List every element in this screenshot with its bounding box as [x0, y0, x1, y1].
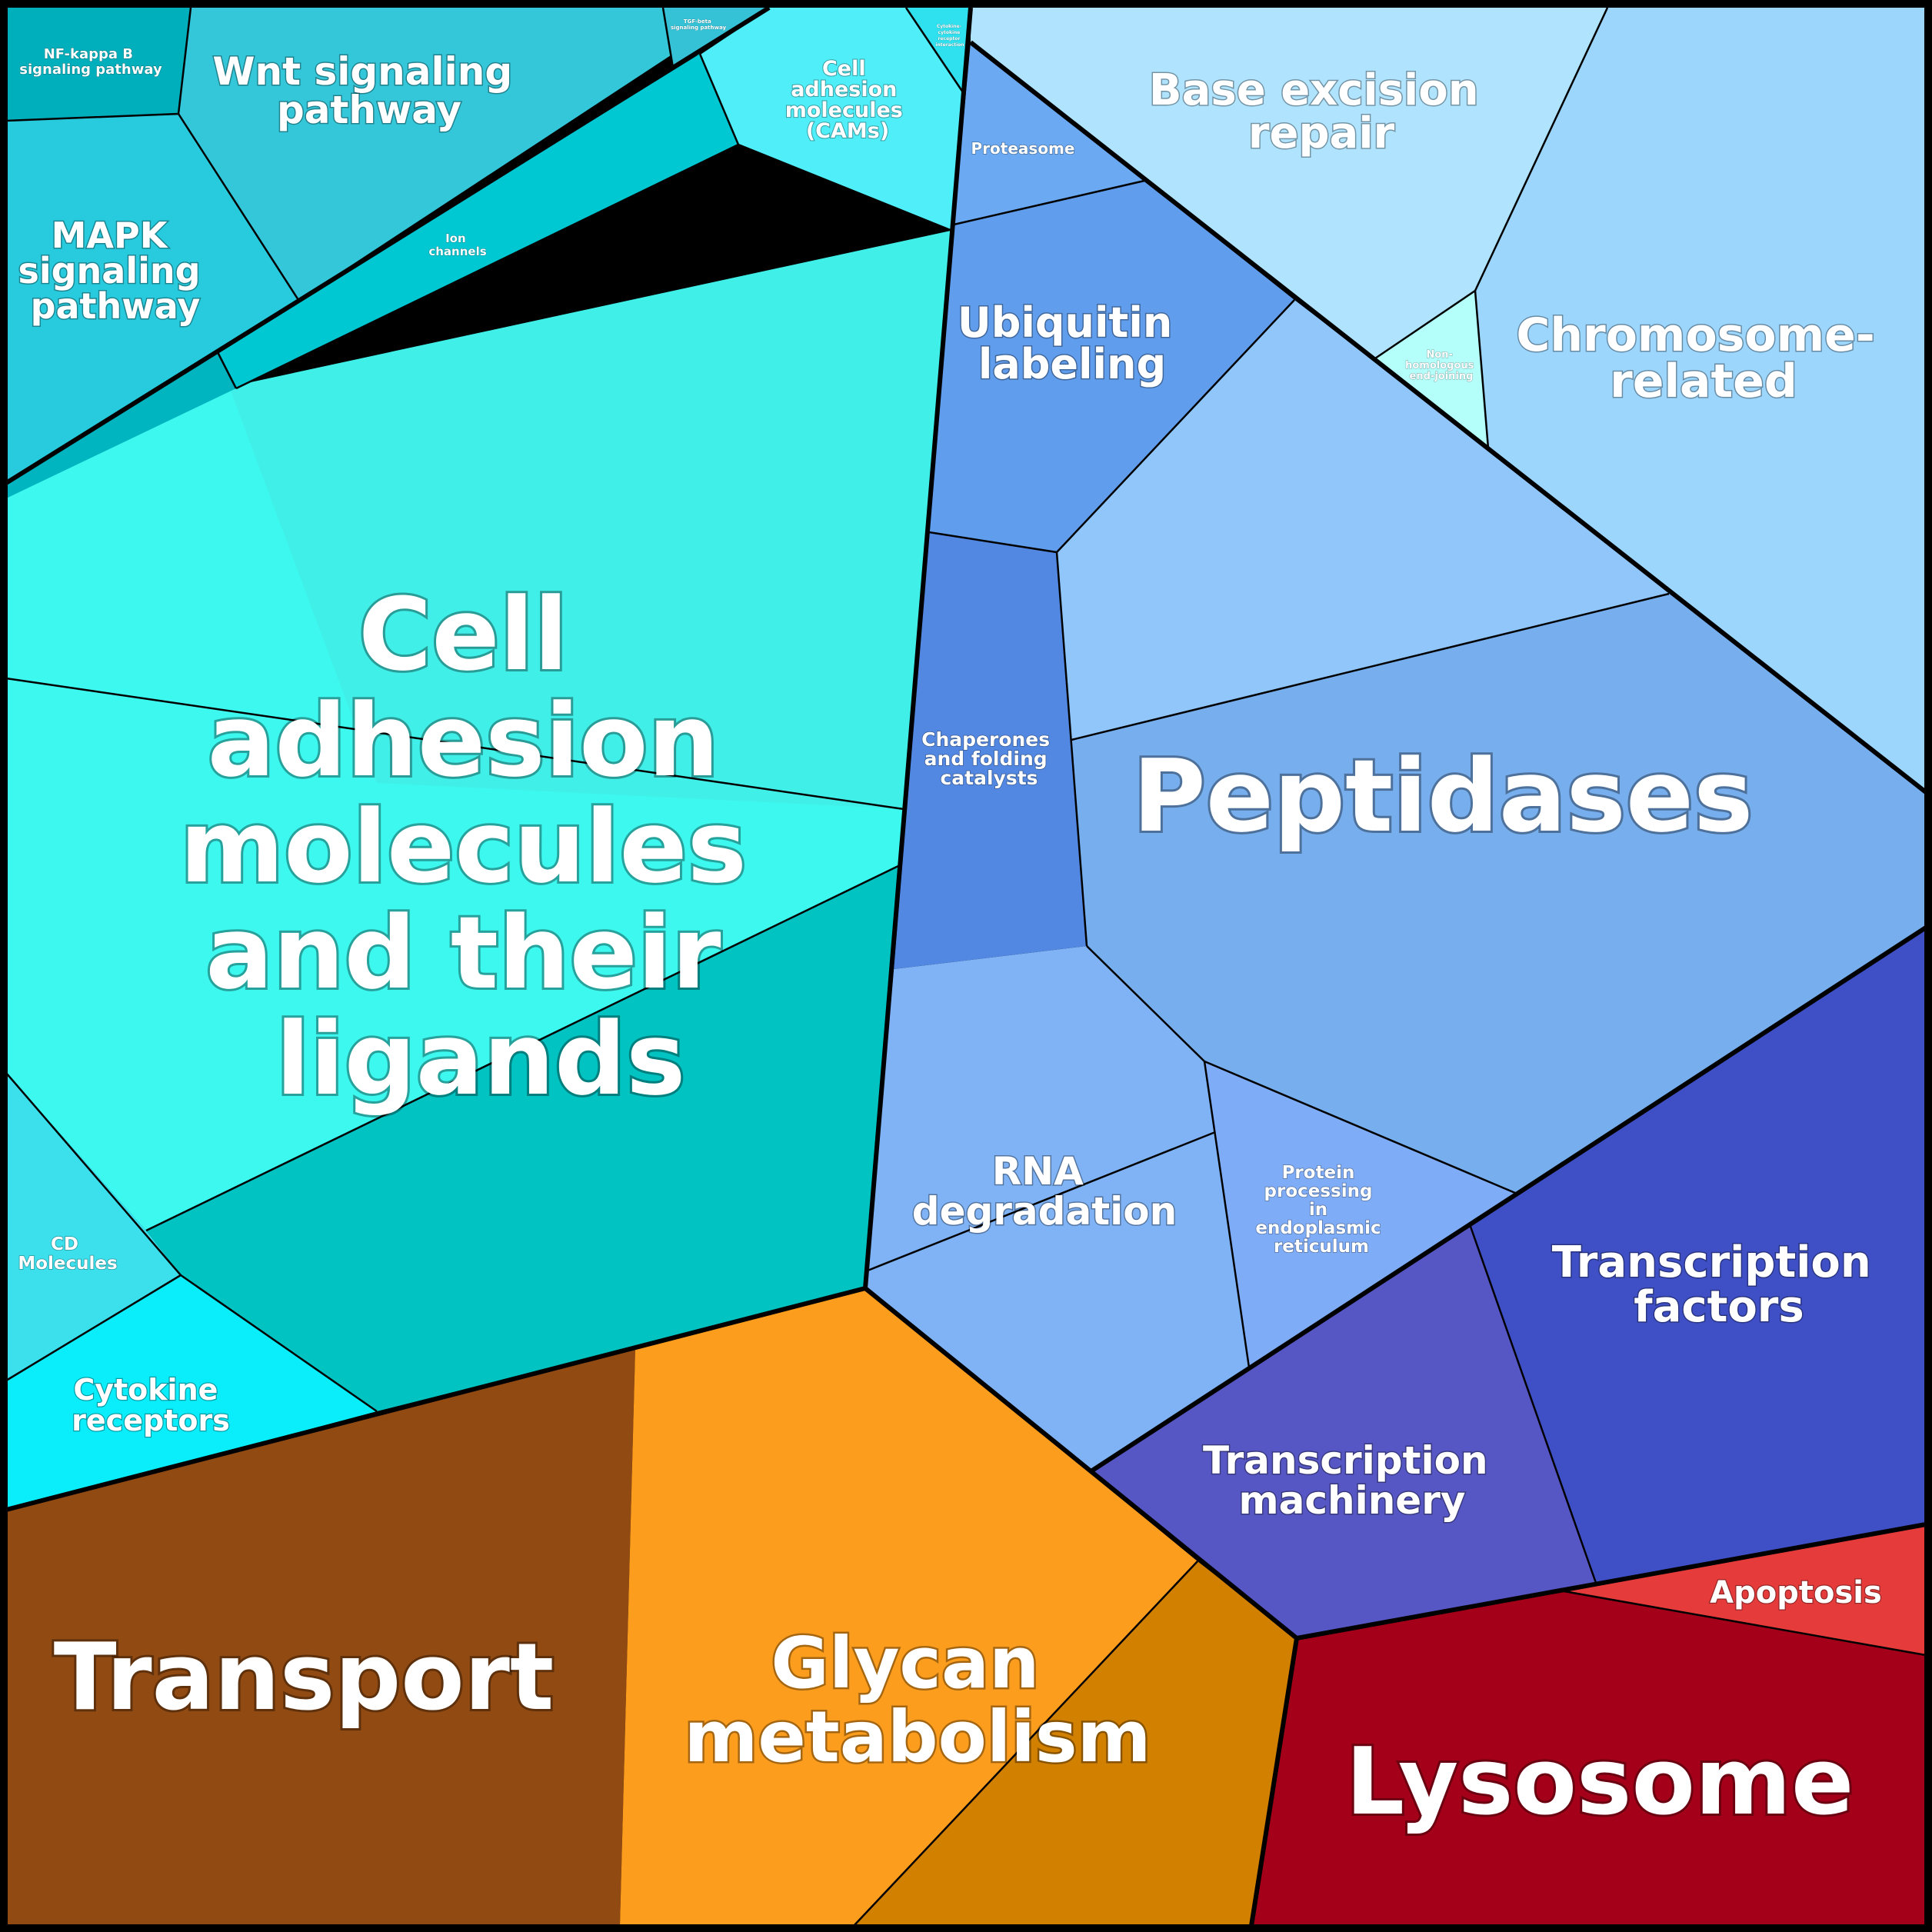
cell-ber — [971, 8, 1607, 360]
cell-tm — [1092, 1224, 1596, 1638]
cell-ppe — [1204, 1061, 1515, 1367]
label-prot: Proteasome — [971, 139, 1075, 158]
cell-lysosome — [1251, 1591, 1926, 1926]
label-chrom: Chromosome- related — [1516, 308, 1890, 408]
label-apoptosis: Apoptosis — [1710, 1575, 1882, 1611]
label-ppe: Protein processing in endoplasmic reticu… — [1255, 1163, 1387, 1257]
cell-ion-small — [6, 352, 236, 498]
label-cytokine: Cytokine receptors — [72, 1373, 230, 1437]
label-wnt: Wnt signaling pathway — [212, 49, 525, 132]
cell-prot — [954, 42, 1144, 225]
label-cyto-int: Cytokine- cytokine receptor interaction — [935, 24, 964, 48]
cell-chap — [894, 532, 1087, 969]
label-mapk: MAPK signaling pathway — [18, 215, 212, 327]
cell-chrom — [1475, 8, 1926, 792]
cell-cytokine — [6, 1275, 377, 1510]
label-chap: Chaperones and folding catalysts — [921, 728, 1057, 789]
cell-ion — [218, 54, 738, 388]
cell-wnt — [178, 8, 673, 300]
label-ncam: Cell adhesion molecules and their ligand… — [180, 576, 781, 1118]
label-lysosome: Lysosome — [1346, 1729, 1854, 1836]
label-pept: Peptidases — [1133, 738, 1754, 854]
label-tgf: TGF-beta signaling pathway — [671, 18, 727, 31]
cell-apoptosis — [1560, 1524, 1926, 1655]
group-borders — [5, 5, 1927, 1927]
label-nhej: Non- homologous end-joining — [1405, 349, 1477, 382]
label-cd: CD Molecules — [18, 1234, 117, 1274]
label-tf: Transcription factors — [1552, 1237, 1887, 1332]
cell-nfkb — [6, 8, 191, 121]
label-ion: Ion channels — [428, 232, 486, 258]
cell-ncam-dark — [146, 865, 898, 1411]
label-ber: Base excision repair — [1149, 65, 1494, 158]
cell-transport — [6, 1348, 635, 1926]
cell-glycan — [620, 1288, 1198, 1926]
cell-glycan-dark — [854, 1561, 1297, 1926]
cell-rna — [865, 946, 1249, 1471]
label-cams: Cell adhesion molecules (CAMs) — [785, 57, 911, 143]
cell-cams — [700, 8, 963, 231]
cell-ubiq — [929, 181, 1294, 552]
cell-cyto-int — [906, 8, 971, 92]
region-ncam — [6, 231, 951, 1411]
cell-nhej — [1373, 291, 1488, 448]
cell-pept-light — [1057, 300, 1669, 740]
label-ubiq: Ubiquitin labeling — [958, 298, 1187, 388]
label-tm: Transcription machinery — [1203, 1438, 1501, 1523]
label-transport: Transport — [54, 1624, 555, 1731]
cell-cd — [6, 1073, 181, 1381]
label-rna: RNA degradation — [912, 1149, 1177, 1234]
label-glycan: Glycan metabolism — [684, 1622, 1151, 1778]
cell-borders — [5, 6, 1927, 1927]
label-nfkb: NF-kappa B signaling pathway — [19, 46, 162, 78]
cell-mapk — [6, 114, 298, 483]
cell-labels: Cell adhesion molecules and their ligand… — [17, 18, 1890, 1838]
cell-ncam-left — [6, 387, 906, 1231]
cell-tf — [1470, 928, 1926, 1583]
